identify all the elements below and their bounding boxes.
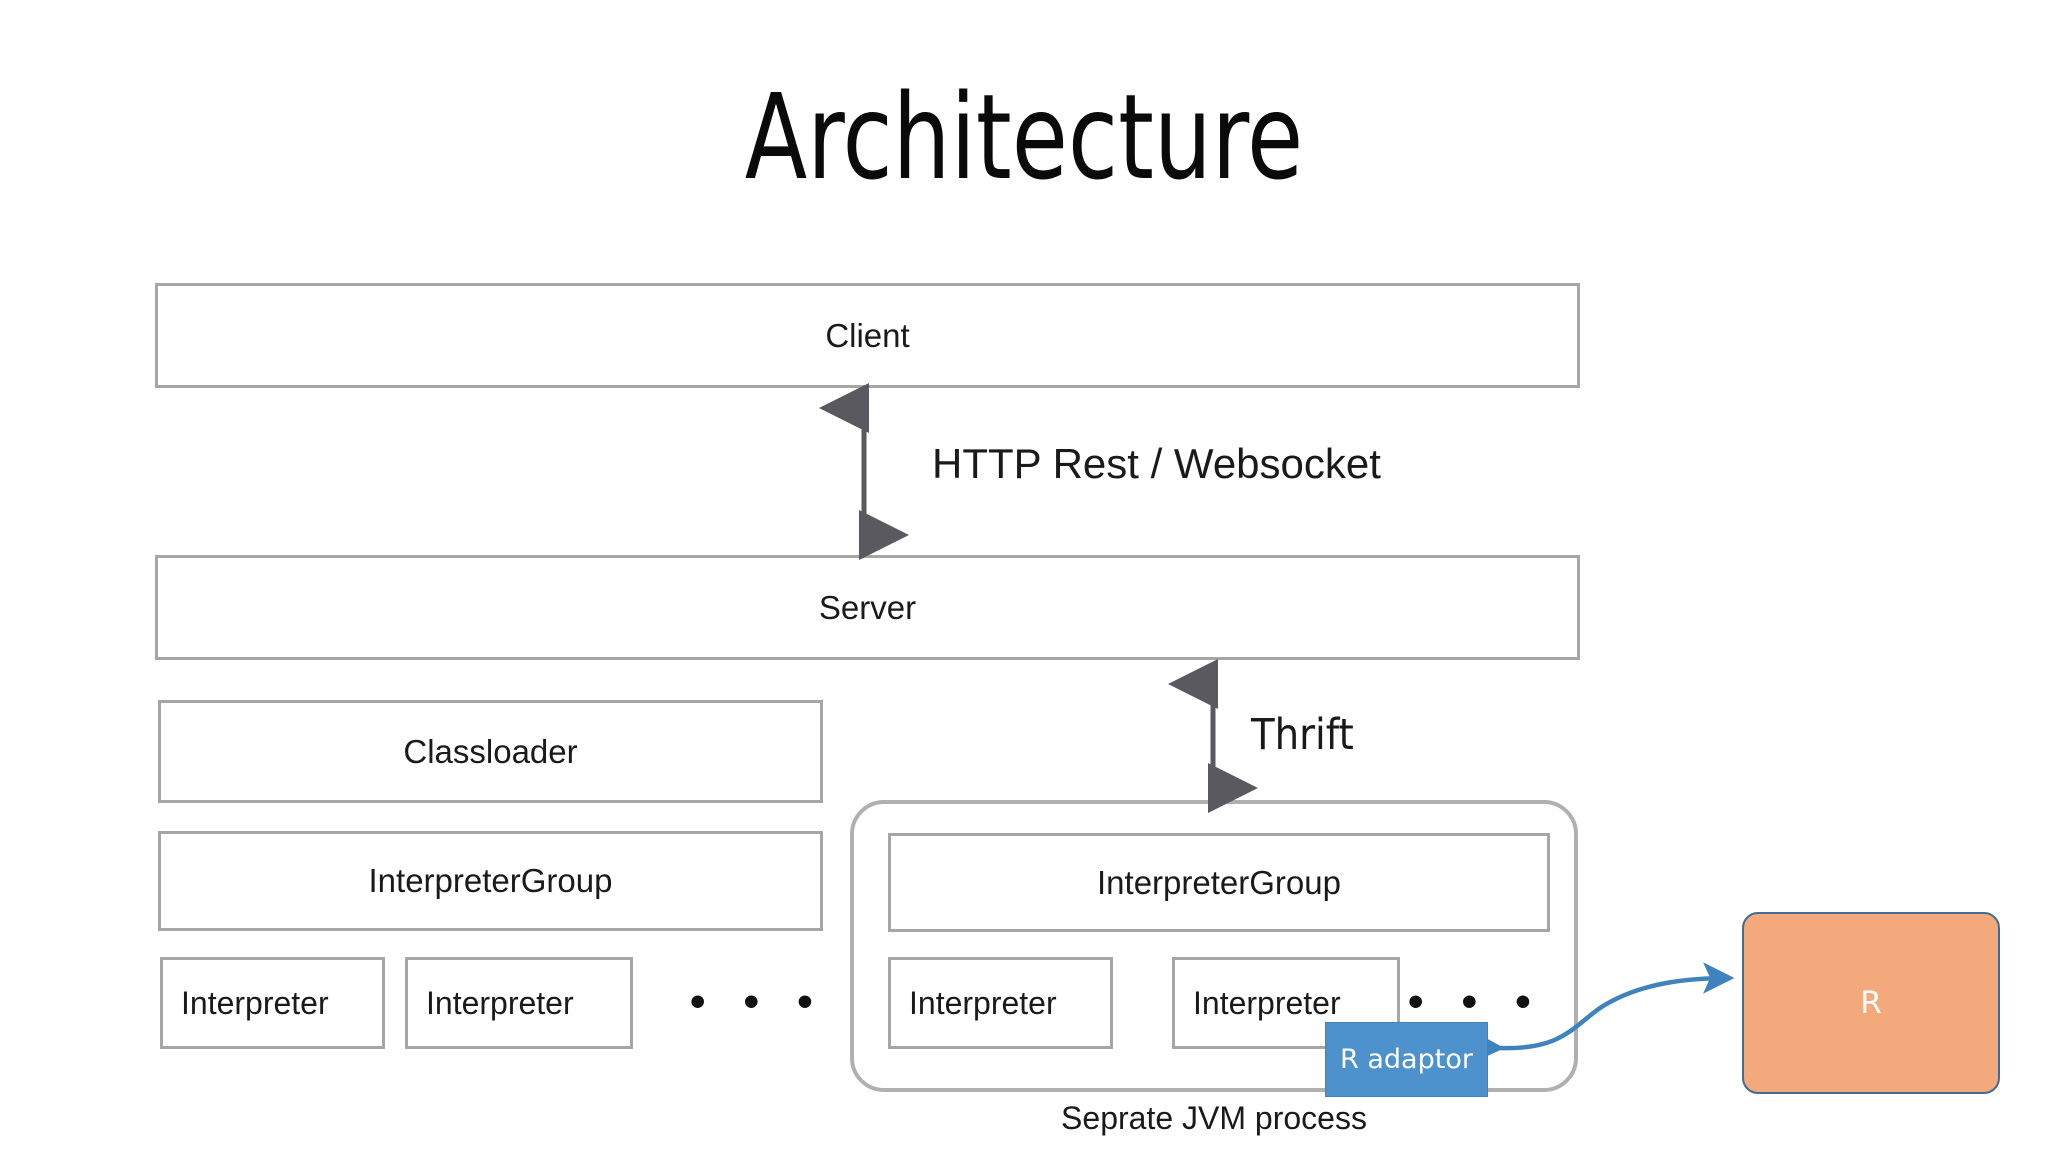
node-interpreter-right-1[interactable]: Interpreter: [888, 957, 1113, 1049]
page-title: Architecture: [744, 68, 1304, 206]
node-interpreter-group-left[interactable]: InterpreterGroup: [158, 831, 823, 931]
ellipsis-left: • • •: [690, 977, 826, 1026]
ellipsis-right: • • •: [1408, 977, 1544, 1026]
node-interpreter-group-right[interactable]: InterpreterGroup: [888, 833, 1550, 932]
node-r[interactable]: R: [1742, 912, 2000, 1094]
node-interpreter-left-1[interactable]: Interpreter: [160, 957, 385, 1049]
label-separate-jvm-process: Seprate JVM process: [1061, 1100, 1367, 1136]
label-thrift: Thrift: [1251, 710, 1354, 760]
node-interpreter-right-2[interactable]: Interpreter: [1172, 957, 1400, 1049]
label-http-rest-websocket: HTTP Rest / Websocket: [932, 440, 1381, 487]
node-interpreter-left-2[interactable]: Interpreter: [405, 957, 633, 1049]
node-r-adaptor[interactable]: R adaptor: [1325, 1022, 1488, 1097]
node-client[interactable]: Client: [155, 283, 1580, 388]
node-classloader[interactable]: Classloader: [158, 700, 823, 803]
node-server[interactable]: Server: [155, 555, 1580, 660]
